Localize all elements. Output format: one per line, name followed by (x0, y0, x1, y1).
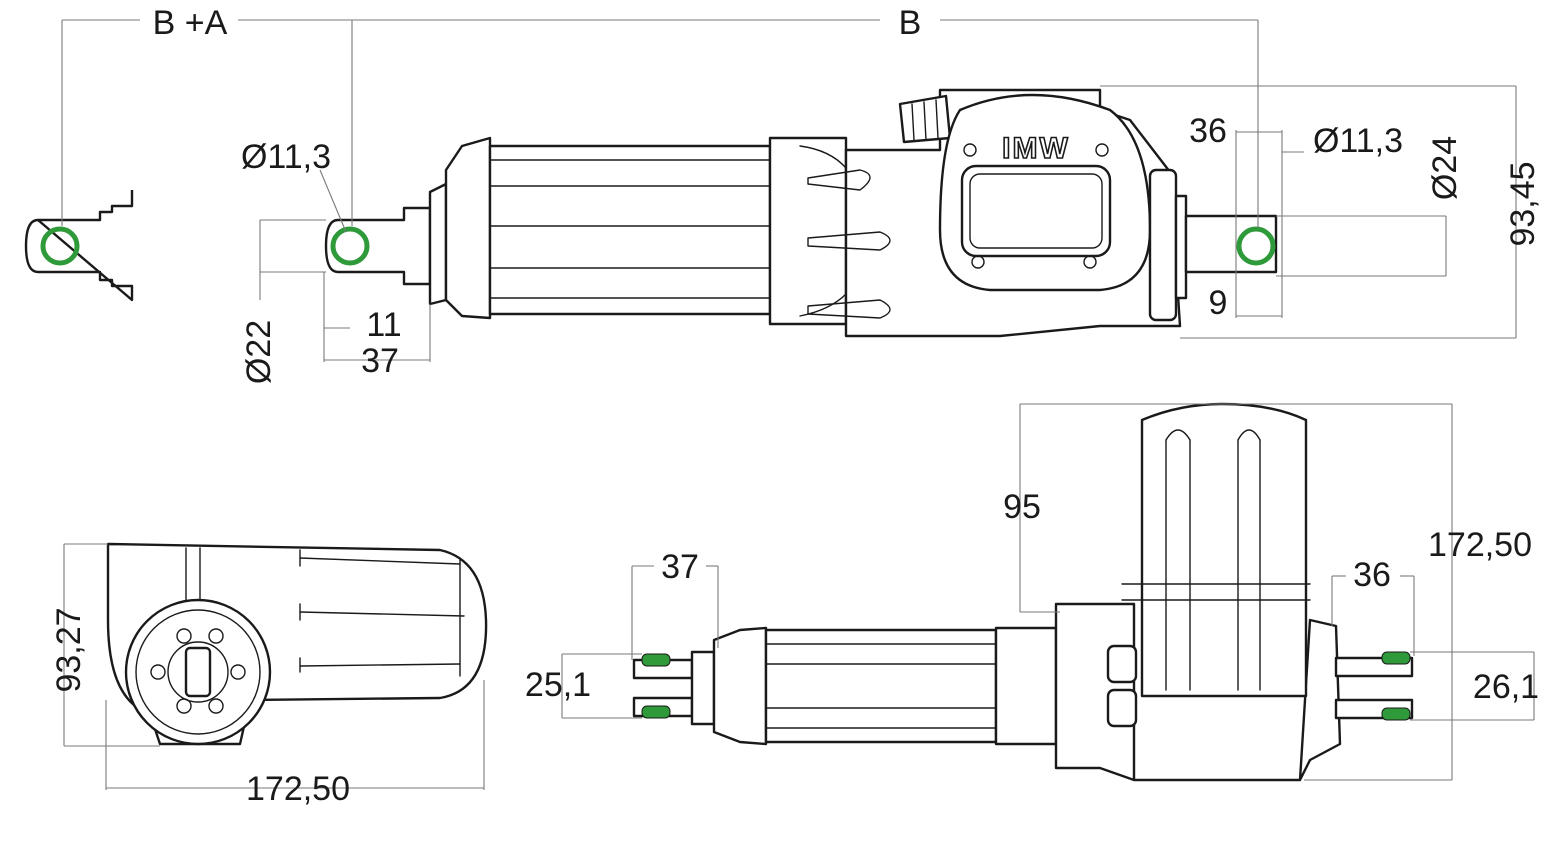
cable-gland (898, 94, 952, 144)
extended-eye-hole (40, 226, 80, 266)
dim-top-view-total: 172,50 (1428, 526, 1532, 564)
side-view-dimensions (61, 19, 1517, 362)
top-view-tube (764, 628, 998, 744)
dim-stroke-total: B +A (153, 4, 228, 42)
dim-hole-right: Ø11,3 (1313, 122, 1403, 160)
dim-top-view-motor: 95 (1003, 488, 1041, 526)
dim-top-right-length: 36 (1353, 556, 1391, 594)
tube-collar (768, 136, 848, 326)
dim-right-eye-length: 36 (1189, 112, 1227, 150)
dimension-labels: B +A B Ø11,3 Ø11,3 Ø22 Ø24 93,45 11 37 3… (50, 4, 1542, 808)
dim-rod-diameter: Ø22 (240, 320, 278, 384)
dim-top-right-width: 26,1 (1473, 668, 1539, 706)
actuator-tube (488, 144, 772, 316)
dim-end-view-length: 172,50 (246, 770, 350, 808)
top-view (561, 402, 1535, 782)
side-view: IMW (24, 19, 1517, 362)
dim-left-eye-offset: 11 (366, 306, 401, 344)
right-clevis (1334, 651, 1414, 721)
front-gland (428, 136, 492, 320)
motor-cover: IMW (938, 93, 1152, 292)
dim-left-eye-length: 37 (361, 342, 399, 380)
rear-end-cap (1148, 168, 1278, 322)
dim-right-eye-offset: 9 (1209, 284, 1228, 322)
dim-stroke-base: B (899, 4, 922, 42)
brand-logo: IMW (1002, 132, 1070, 165)
rod-eye (324, 206, 432, 286)
rear-eye-hole (1236, 226, 1276, 266)
dim-top-left-width: 25,1 (525, 666, 591, 704)
dim-top-left-length: 37 (661, 548, 699, 586)
dim-body-diameter: Ø24 (1426, 136, 1464, 200)
dim-hole-left: Ø11,3 (241, 138, 331, 176)
rod-eye-hole (330, 226, 370, 266)
end-view (63, 542, 488, 790)
left-clevis (632, 650, 716, 726)
extended-rod-eye (24, 190, 134, 302)
dim-end-view-height: 93,27 (50, 607, 88, 692)
dim-height-side: 93,45 (1504, 161, 1542, 246)
